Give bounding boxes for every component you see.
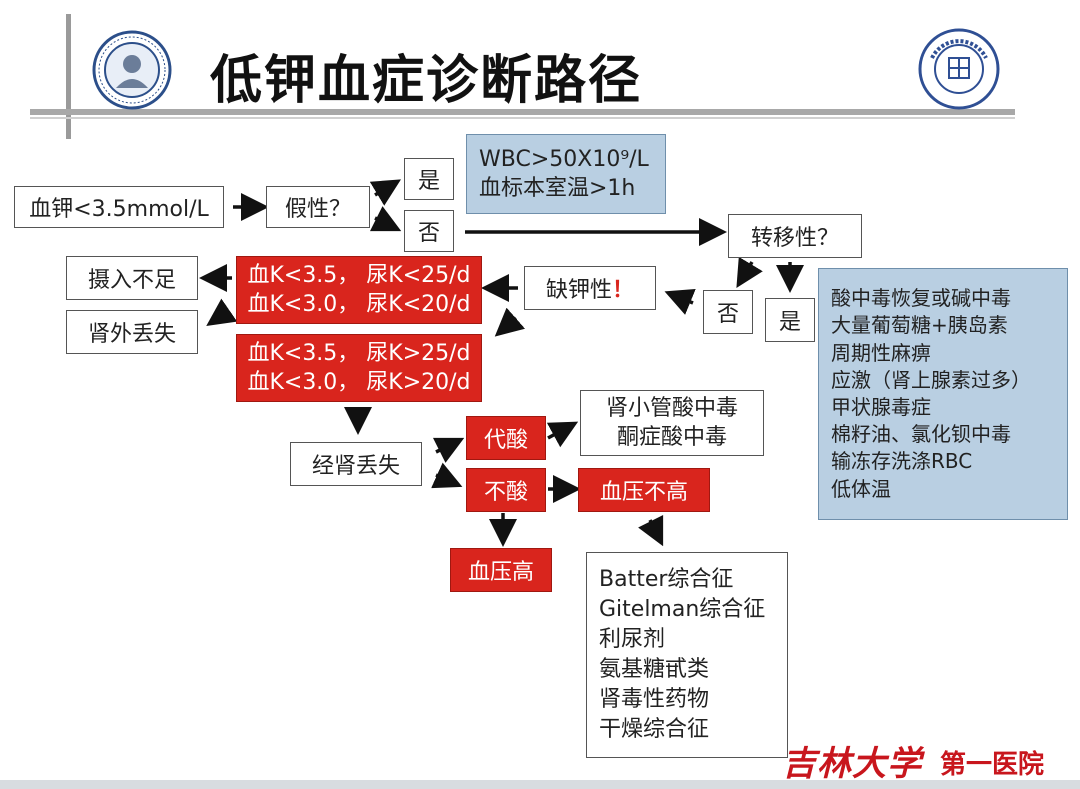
arrow-renal-to-noacid (431, 462, 463, 489)
arrow-deficiency-to-high (494, 307, 526, 337)
renal-cause-1: Batter综合征 (599, 567, 734, 593)
transfer-question-node: 转移性？ (728, 214, 862, 258)
transfer-cause-5: 甲状腺毒症 (831, 395, 931, 419)
pseudo-cause-sample: 血标本室温>1h (479, 176, 636, 201)
renal-cause-3: 利尿剂 (599, 627, 666, 653)
arrow-acidosis-to-causes (546, 421, 579, 448)
extrarenal-loss-node: 肾外丢失 (66, 310, 198, 354)
renal-cause-5: 肾毒性药物 (599, 686, 710, 712)
footer-hospital-name: 第一医院 (940, 750, 1045, 780)
transfer-cause-8: 低体温 (831, 476, 891, 501)
high-urine-line-1: 血K<3.5， 尿K>25/d (247, 340, 471, 366)
renal-cause-2: Gitelman综合征 (599, 597, 766, 623)
arrow-low-to-extrarenal (206, 298, 238, 326)
high-urine-line-2: 血K<3.0， 尿K>20/d (247, 370, 471, 395)
header-vertical-rule (66, 14, 71, 139)
arrow-pseudo-to-yes (369, 179, 402, 206)
renal-cause-6: 干燥综合征 (599, 716, 710, 742)
renal-loss-node: 经肾丢失 (290, 442, 422, 486)
transfer-cause-4: 应激（肾上腺素过多） (831, 367, 1031, 392)
low-urine-line-1: 血K<3.5， 尿K<25/d (247, 262, 471, 288)
bottom-edge-band (0, 780, 1080, 789)
footer-university-name: 吉林大学 (782, 744, 922, 784)
page-title: 低钾血症诊断路径 (210, 51, 643, 111)
insufficient-intake-node: 摄入不足 (66, 256, 198, 300)
low-urine-line-2: 血K<3.0， 尿K<20/d (247, 292, 471, 317)
transfer-cause-2: 大量葡萄糖+胰岛素 (831, 313, 1008, 338)
metabolic-acidosis-node: 代酸 (466, 416, 546, 460)
pseudo-yes-node: 是 (404, 158, 454, 200)
transfer-cause-1: 酸中毒恢复或碱中毒 (831, 286, 1011, 311)
hospital-seal-logo (92, 30, 172, 110)
transfer-cause-3: 周期性麻痹 (831, 340, 931, 365)
transfer-causes-box: 酸中毒恢复或碱中毒 大量葡萄糖+胰岛素 周期性麻痹 应激（肾上腺素过多） 甲状腺… (818, 268, 1068, 520)
arrow-transfer-to-no (736, 256, 763, 289)
deficiency-label: 缺钾性 (545, 278, 612, 303)
acidosis-causes-box: 肾小管酸中毒 酮症酸中毒 (580, 390, 764, 456)
arrow-pseudo-to-no (369, 206, 402, 232)
transfer-yes-node: 是 (765, 298, 815, 342)
renal-cause-4: 氨基糖甙类 (599, 657, 710, 682)
high-urine-potassium-box: 血K<3.5， 尿K>25/d 血K<3.0， 尿K>20/d (236, 334, 482, 402)
acidosis-cause-2: 酮症酸中毒 (616, 425, 727, 450)
header-horizontal-rule (30, 109, 1015, 115)
arrow-no2-to-deficiency (664, 288, 696, 315)
header-horizontal-rule-light (30, 117, 1015, 119)
acidosis-cause-1: 肾小管酸中毒 (605, 395, 738, 421)
pseudo-no-node: 否 (404, 210, 454, 252)
deficiency-mark: ！ (612, 278, 635, 303)
bp-high-node: 血压高 (450, 548, 552, 592)
pseudo-causes-box: WBC>50X10⁹/L 血标本室温>1h (466, 134, 666, 214)
transfer-cause-7: 输冻存洗涤RBC (831, 449, 973, 474)
serum-potassium-node: 血钾<3.5mmol/L (14, 186, 224, 228)
transfer-cause-6: 棉籽油、氯化钡中毒 (831, 422, 1011, 447)
transfer-no-node: 否 (703, 290, 753, 334)
no-acidosis-node: 不酸 (466, 468, 546, 512)
arrow-renal-to-acidosis (432, 437, 465, 463)
pseudo-question-node: 假性？ (266, 186, 370, 228)
bp-not-high-node: 血压不高 (578, 468, 710, 512)
low-urine-potassium-box: 血K<3.5， 尿K<25/d 血K<3.0， 尿K<20/d (236, 256, 482, 324)
arrow-bp-to-renalcauses (638, 514, 664, 547)
deficiency-node: 缺钾性 ！ (524, 266, 656, 310)
university-seal-logo (918, 28, 1000, 110)
renal-causes-box: Batter综合征 Gitelman综合征 利尿剂 氨基糖甙类 肾毒性药物 干燥… (586, 552, 788, 758)
pseudo-cause-wbc: WBC>50X10⁹/L (479, 146, 649, 172)
